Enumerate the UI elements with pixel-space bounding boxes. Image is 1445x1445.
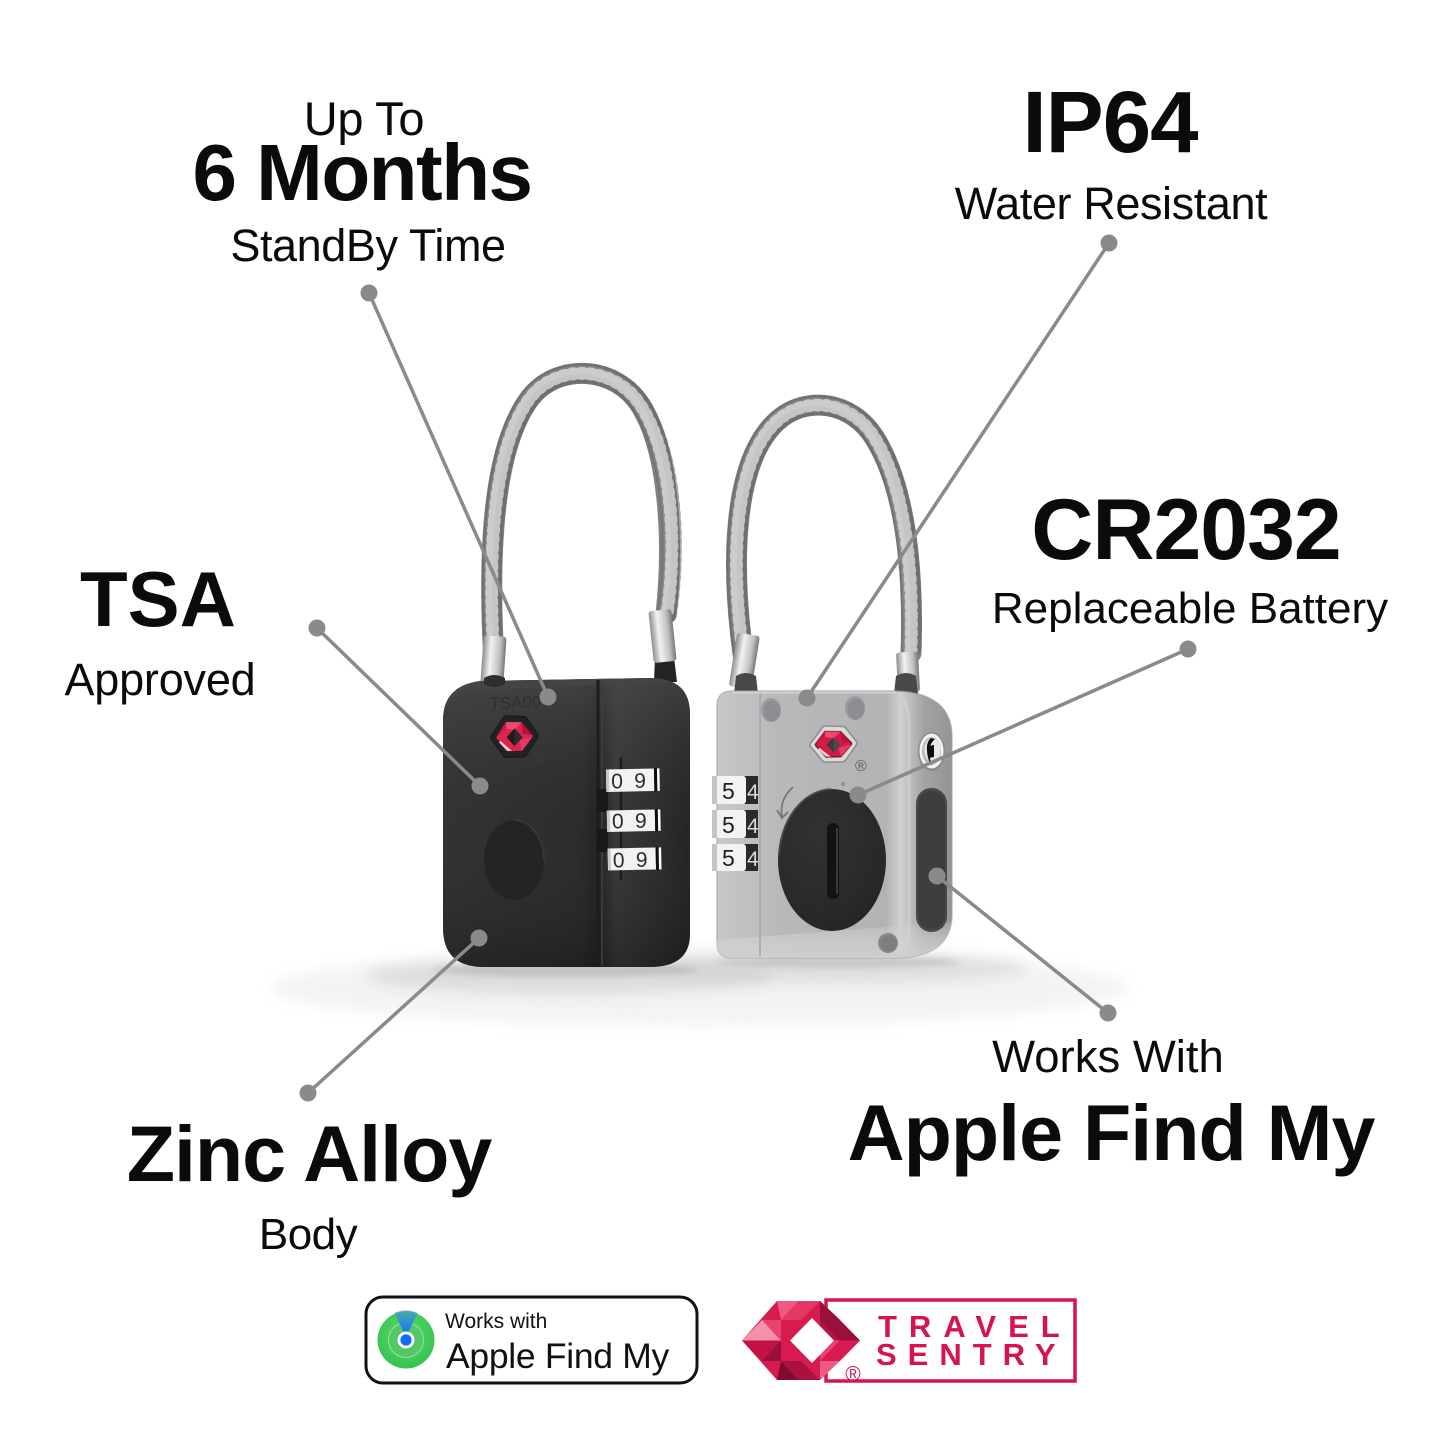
svg-text:®: ® [855,758,867,775]
svg-text:TRAVEL: TRAVEL [878,1309,1072,1344]
svg-text:Works with: Works with [445,1310,547,1333]
svg-text:4: 4 [747,848,759,871]
svg-text:9: 9 [636,849,648,872]
svg-text:®: ® [845,1363,861,1386]
svg-text:0: 0 [612,810,624,833]
svg-text:9: 9 [635,810,647,833]
svg-text:®: ® [533,750,545,767]
svg-text:SENTRY: SENTRY [876,1337,1067,1372]
svg-text:Apple Find My: Apple Find My [446,1336,670,1376]
svg-text:0: 0 [613,849,625,872]
svg-text:5: 5 [722,845,735,871]
svg-text:4: 4 [747,781,759,804]
svg-text:9: 9 [634,770,646,793]
svg-text:5: 5 [722,778,735,804]
svg-text:0: 0 [611,770,623,793]
svg-text:TSA007: TSA007 [490,693,551,713]
svg-text:5: 5 [722,812,735,838]
svg-text:4: 4 [747,815,759,838]
